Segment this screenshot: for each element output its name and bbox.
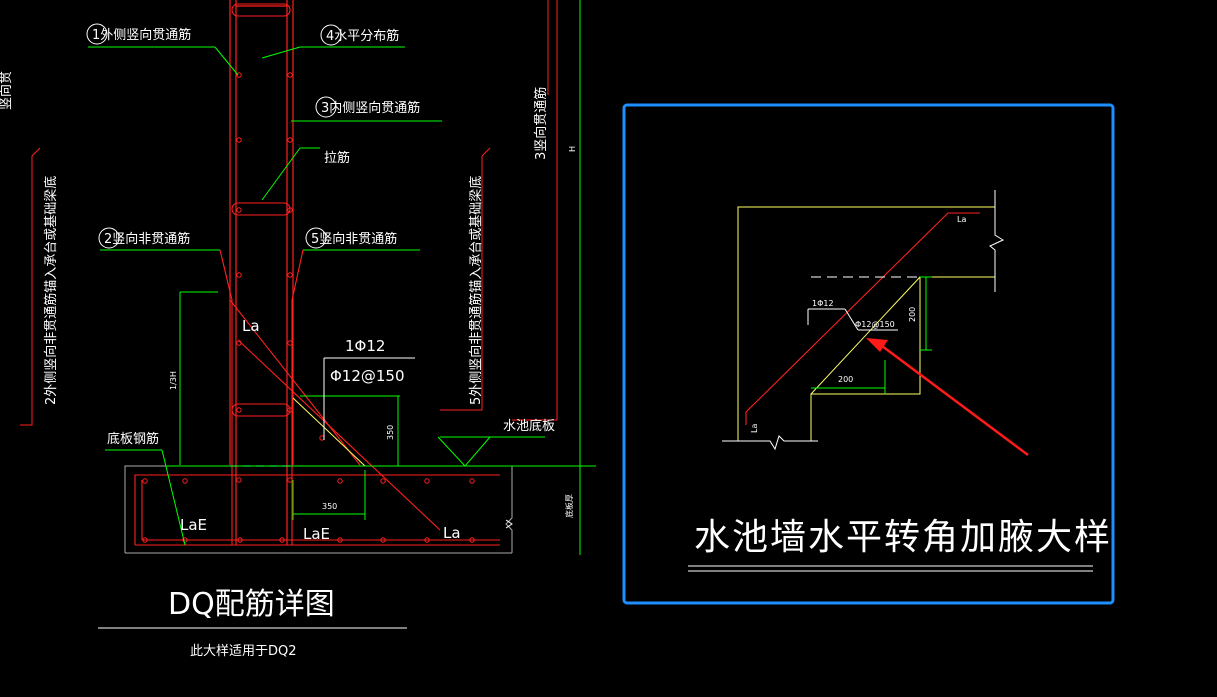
dq-title: DQ配筋详图 xyxy=(168,587,335,622)
label-bar3-vertical: 3竖向贯通筋 xyxy=(533,87,549,160)
label-note-left: 2外侧竖向非贯通筋锚入承台或基础梁底 xyxy=(43,176,59,405)
label-la-top: La xyxy=(957,215,966,224)
horizontal-bar-loops xyxy=(231,3,291,417)
label-dim-200-v: 200 xyxy=(908,307,917,322)
corner-haunch-detail: La La 1Φ12 Φ12@150 200 200 水池墙水平转角加腋大样 xyxy=(622,103,1115,605)
corner-dimensions xyxy=(811,276,932,394)
break-symbols xyxy=(722,190,1005,451)
label-slab: 水池底板 xyxy=(503,418,555,434)
label-la-upper: La xyxy=(242,317,260,335)
slab-rebar-dots xyxy=(142,478,475,543)
label-dim-350-v: 350 xyxy=(386,425,395,440)
label-dim-200-h: 200 xyxy=(838,375,853,384)
annotation-arrow xyxy=(866,338,1029,457)
dq-subtitle: 此大样适用于DQ2 xyxy=(190,644,297,659)
label-dim-350-h: 350 xyxy=(322,502,337,511)
corner-outline xyxy=(737,206,995,441)
label-tie: 拉筋 xyxy=(324,150,350,166)
annotation-pointers xyxy=(98,357,415,629)
label-bar5: 5竖向非贯通筋 xyxy=(311,231,397,247)
wall-outline xyxy=(229,0,294,545)
label-dim-13h: 1/3H xyxy=(169,371,178,390)
note-brackets xyxy=(20,0,558,426)
label-bar1: 1外侧竖向贯通筋 xyxy=(92,27,191,43)
dq-wall-detail: 1外侧竖向贯通筋 4水平分布筋 3内侧竖向贯通筋 拉筋 2竖向非贯通筋 5竖向非… xyxy=(0,0,596,659)
label-lae-mid: LaE xyxy=(303,525,330,543)
selection-frame xyxy=(622,103,1115,605)
label-la-bottom-right: La xyxy=(750,424,759,433)
label-h: H xyxy=(568,146,577,152)
haunch-outline xyxy=(292,397,366,467)
label-top-left-fragment: 竖向贯 xyxy=(0,71,14,110)
slab-rebar xyxy=(134,474,500,546)
label-phi12-150: Φ12@150 xyxy=(330,367,405,385)
label-phi12-150-right: Φ12@150 xyxy=(855,320,895,329)
label-one-phi12: 1Φ12 xyxy=(345,337,385,355)
label-bar4: 4水平分布筋 xyxy=(326,28,399,44)
corner-leaders xyxy=(807,308,898,331)
corner-title: 水池墙水平转角加腋大样 xyxy=(694,517,1112,558)
label-lae-left: LaE xyxy=(180,516,207,534)
haunch-bars xyxy=(219,249,441,545)
label-bottom-bar: 底板钢筋 xyxy=(107,431,159,447)
label-bar3: 3内侧竖向贯通筋 xyxy=(321,100,420,116)
label-thickness: 底板厚 xyxy=(564,494,574,518)
circled-numbers xyxy=(86,23,342,249)
leader-lines xyxy=(88,0,596,555)
label-la-bottom: La xyxy=(443,524,461,542)
label-note-right: 5外侧竖向非贯通筋锚入承台或基础梁底 xyxy=(468,176,484,405)
label-bar2: 2竖向非贯通筋 xyxy=(104,231,190,247)
label-one-phi12-right: 1Φ12 xyxy=(812,299,834,308)
slab-break-symbol xyxy=(505,519,513,529)
